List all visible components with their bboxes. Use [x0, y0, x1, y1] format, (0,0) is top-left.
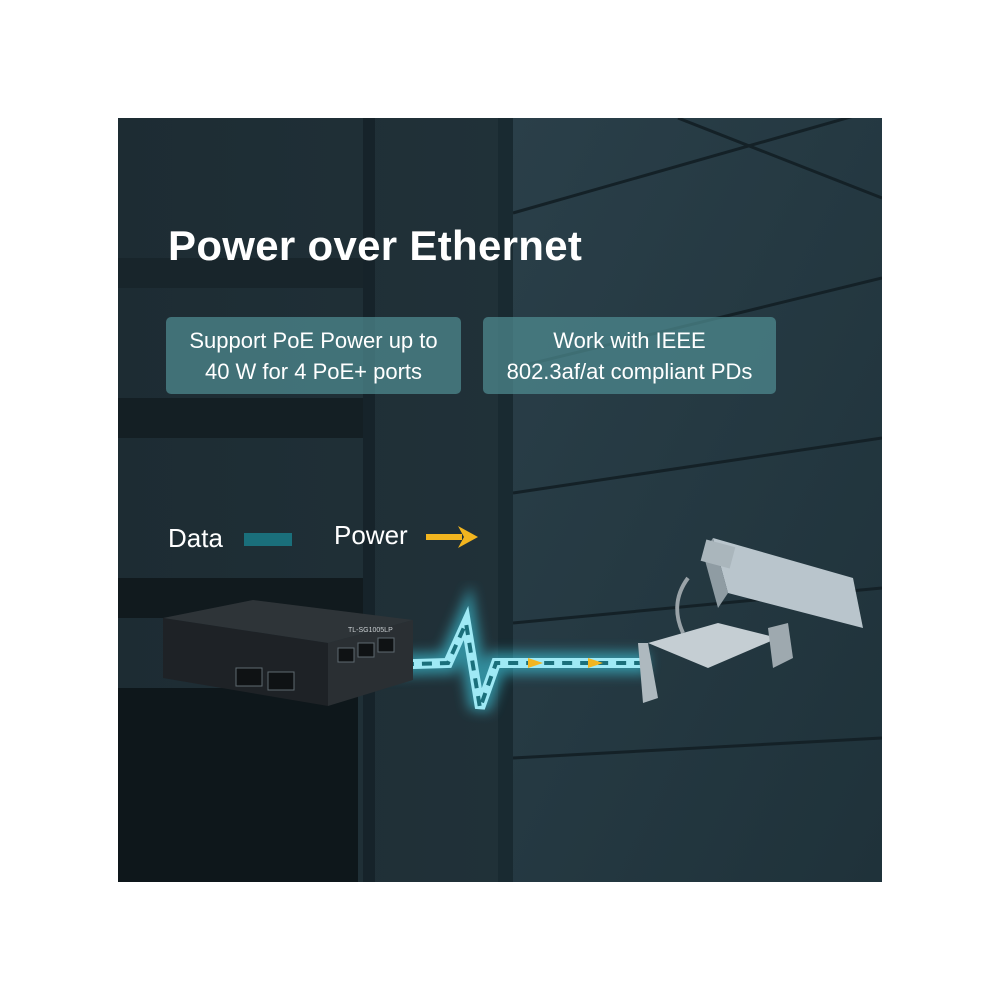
ethernet-switch-icon: TL-SG1005LP [163, 600, 413, 706]
switch-model-label: TL-SG1005LP [348, 627, 393, 634]
poe-illustration: TL-SG1005LP Power over Ethernet Support … [118, 118, 882, 882]
feature-panel-ieee: Work with IEEE 802.3af/at compliant PDs [483, 317, 776, 394]
legend-power-label: Power [334, 520, 408, 550]
security-camera-icon [638, 538, 863, 703]
feature-line: 802.3af/at compliant PDs [506, 358, 753, 384]
feature-line: Support PoE Power up to [189, 327, 438, 353]
page-title: Power over Ethernet [168, 222, 583, 269]
feature-line: Work with IEEE [553, 327, 706, 353]
power-arrow-icon [426, 526, 478, 548]
feature-panel-power: Support PoE Power up to 40 W for 4 PoE+ … [166, 317, 461, 394]
legend-data-swatch [244, 533, 292, 546]
legend-data-label: Data [168, 523, 223, 553]
feature-line: 40 W for 4 PoE+ ports [204, 358, 423, 384]
building-background [118, 118, 882, 882]
